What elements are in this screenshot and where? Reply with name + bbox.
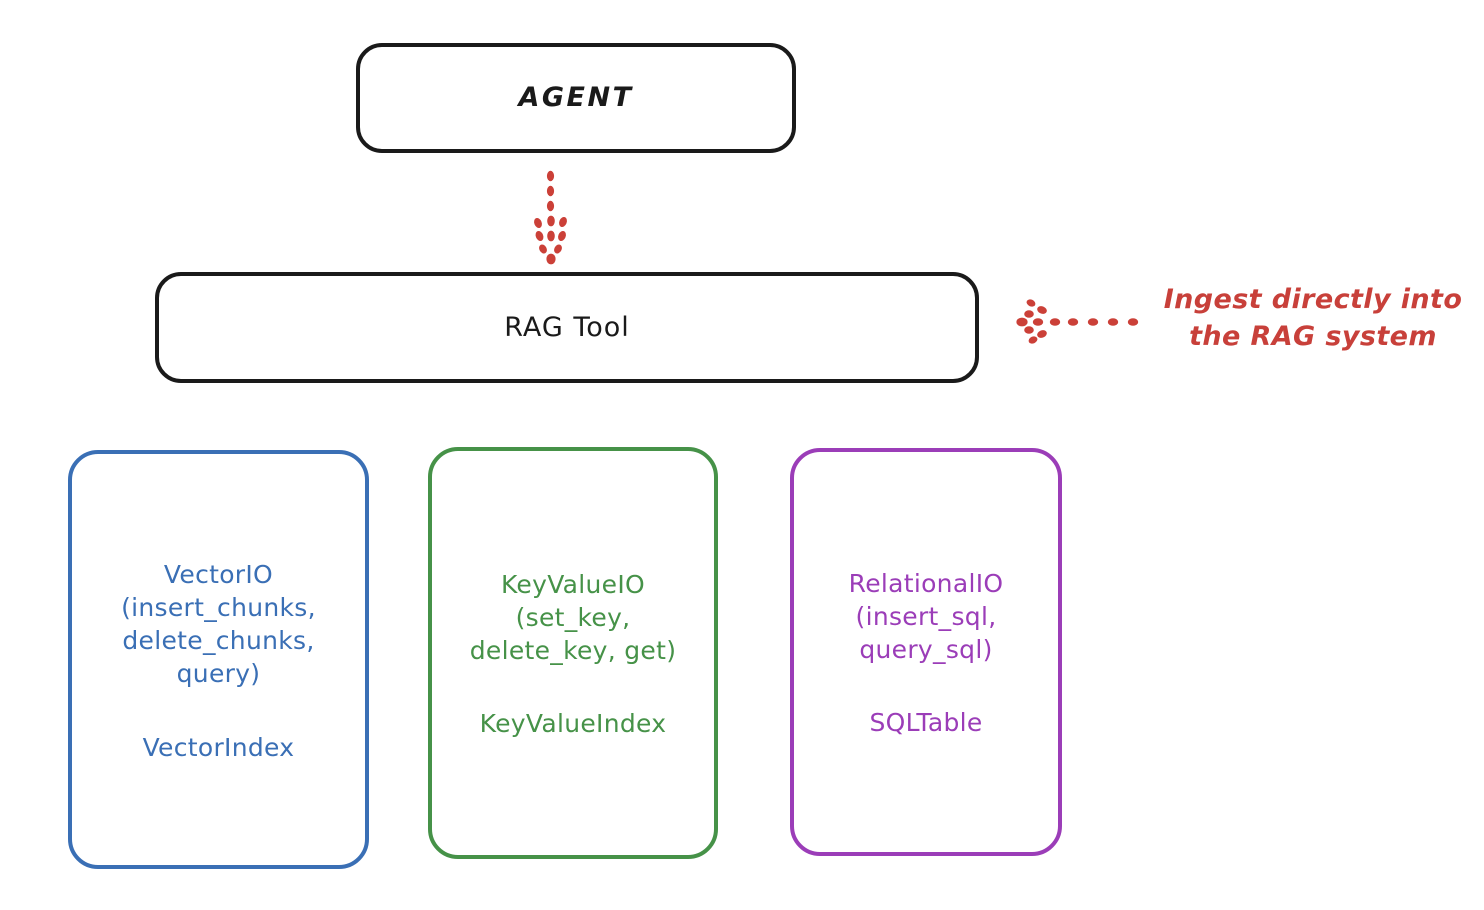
provider-title-relational-io: RelationalIO (insert_sql, query_sql): [848, 568, 1004, 665]
provider-subtitle-vector-io: VectorIndex: [142, 732, 295, 762]
agent-to-rag-arrow: [534, 170, 567, 265]
ingest-arrow: [1016, 299, 1139, 344]
provider-title-vector-io: VectorIO (insert_chunks, delete_chunks, …: [121, 559, 316, 689]
rag-tool-node[interactable]: RAG Tool: [155, 272, 979, 383]
agent-node-label: AGENT: [518, 82, 634, 114]
provider-subtitle-relational-io: SQLTable: [869, 708, 983, 738]
provider-node-relational-io[interactable]: RelationalIO (insert_sql, query_sql) SQL…: [790, 448, 1062, 856]
provider-title-key-value-io: KeyValueIO (set_key, delete_key, get): [469, 569, 677, 666]
agent-node[interactable]: AGENT: [356, 43, 796, 153]
provider-node-key-value-io[interactable]: KeyValueIO (set_key, delete_key, get) Ke…: [428, 447, 718, 859]
provider-node-vector-io[interactable]: VectorIO (insert_chunks, delete_chunks, …: [68, 450, 369, 869]
ingest-annotation-text: Ingest directly into the RAG system: [1163, 284, 1463, 353]
rag-tool-node-label: RAG Tool: [504, 311, 630, 343]
provider-subtitle-key-value-io: KeyValueIndex: [479, 709, 667, 739]
